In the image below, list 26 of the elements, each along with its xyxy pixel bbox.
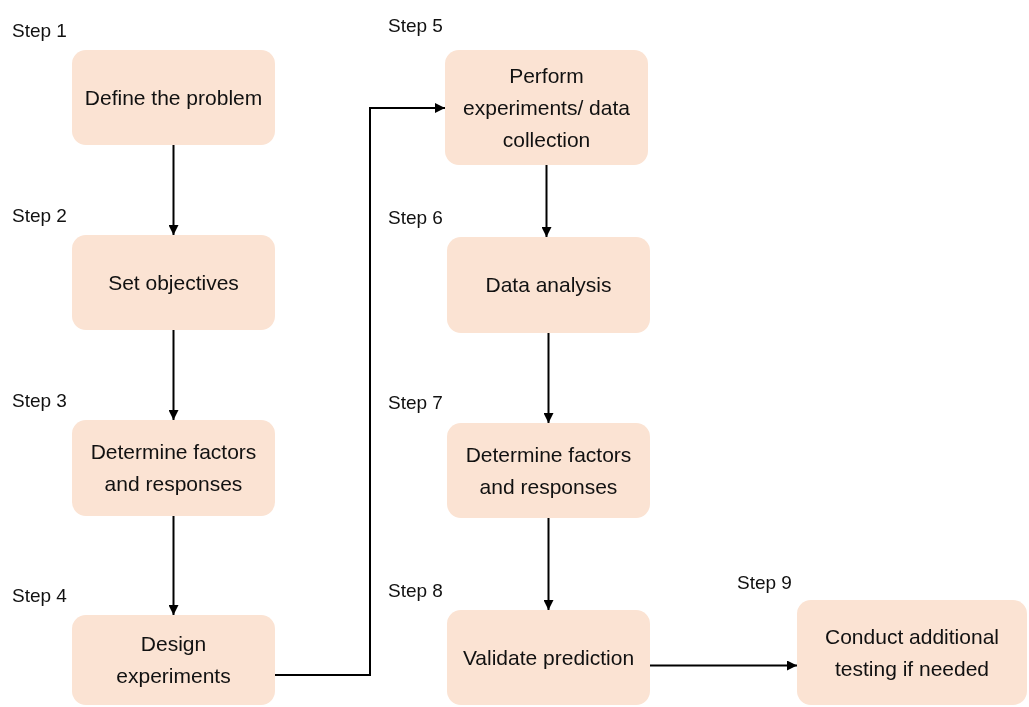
step-label: Step 6 [388, 207, 443, 229]
step-label: Step 7 [388, 392, 443, 414]
arrow [168, 329, 179, 421]
arrow [274, 103, 446, 676]
step-label: Step 5 [388, 15, 443, 37]
arrow [543, 332, 554, 424]
process-box: Perform experiments/ data collection [445, 50, 648, 165]
process-box: Conduct additional testing if needed [797, 600, 1027, 705]
arrow [541, 164, 552, 238]
process-box: Set objectives [72, 235, 275, 330]
process-box: Design experiments [72, 615, 275, 705]
process-box: Define the problem [72, 50, 275, 145]
process-box: Validate prediction [447, 610, 650, 705]
arrow [168, 515, 179, 616]
step-label: Step 4 [12, 585, 67, 607]
step-label: Step 3 [12, 390, 67, 412]
process-box: Determine factors and responses [447, 423, 650, 518]
arrow [168, 144, 179, 236]
arrow [649, 660, 798, 671]
process-box: Data analysis [447, 237, 650, 333]
step-label: Step 2 [12, 205, 67, 227]
step-label: Step 1 [12, 20, 67, 42]
step-label: Step 8 [388, 580, 443, 602]
process-box: Determine factors and responses [72, 420, 275, 516]
step-label: Step 9 [737, 572, 792, 594]
arrow [543, 517, 554, 611]
